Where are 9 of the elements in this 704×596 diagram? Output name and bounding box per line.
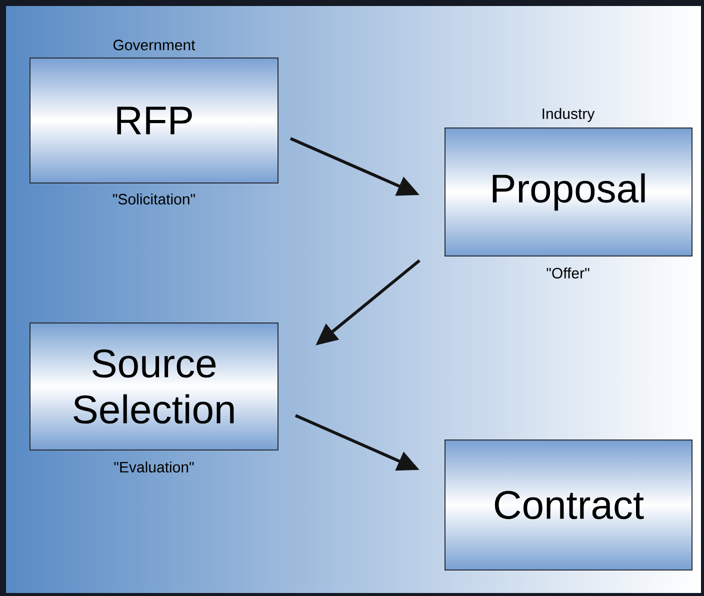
box-caption: "Offer": [546, 268, 590, 278]
process-box: Contract: [444, 440, 692, 570]
box-caption: "Solicitation": [113, 194, 195, 204]
process-box: Source Selection: [30, 322, 278, 450]
box-caption: Government: [114, 40, 196, 50]
box-caption: "Evaluation": [114, 461, 194, 472]
process-box: RFP: [30, 58, 278, 184]
process-box: Proposal: [444, 128, 692, 256]
box-caption: Industry: [542, 108, 595, 122]
